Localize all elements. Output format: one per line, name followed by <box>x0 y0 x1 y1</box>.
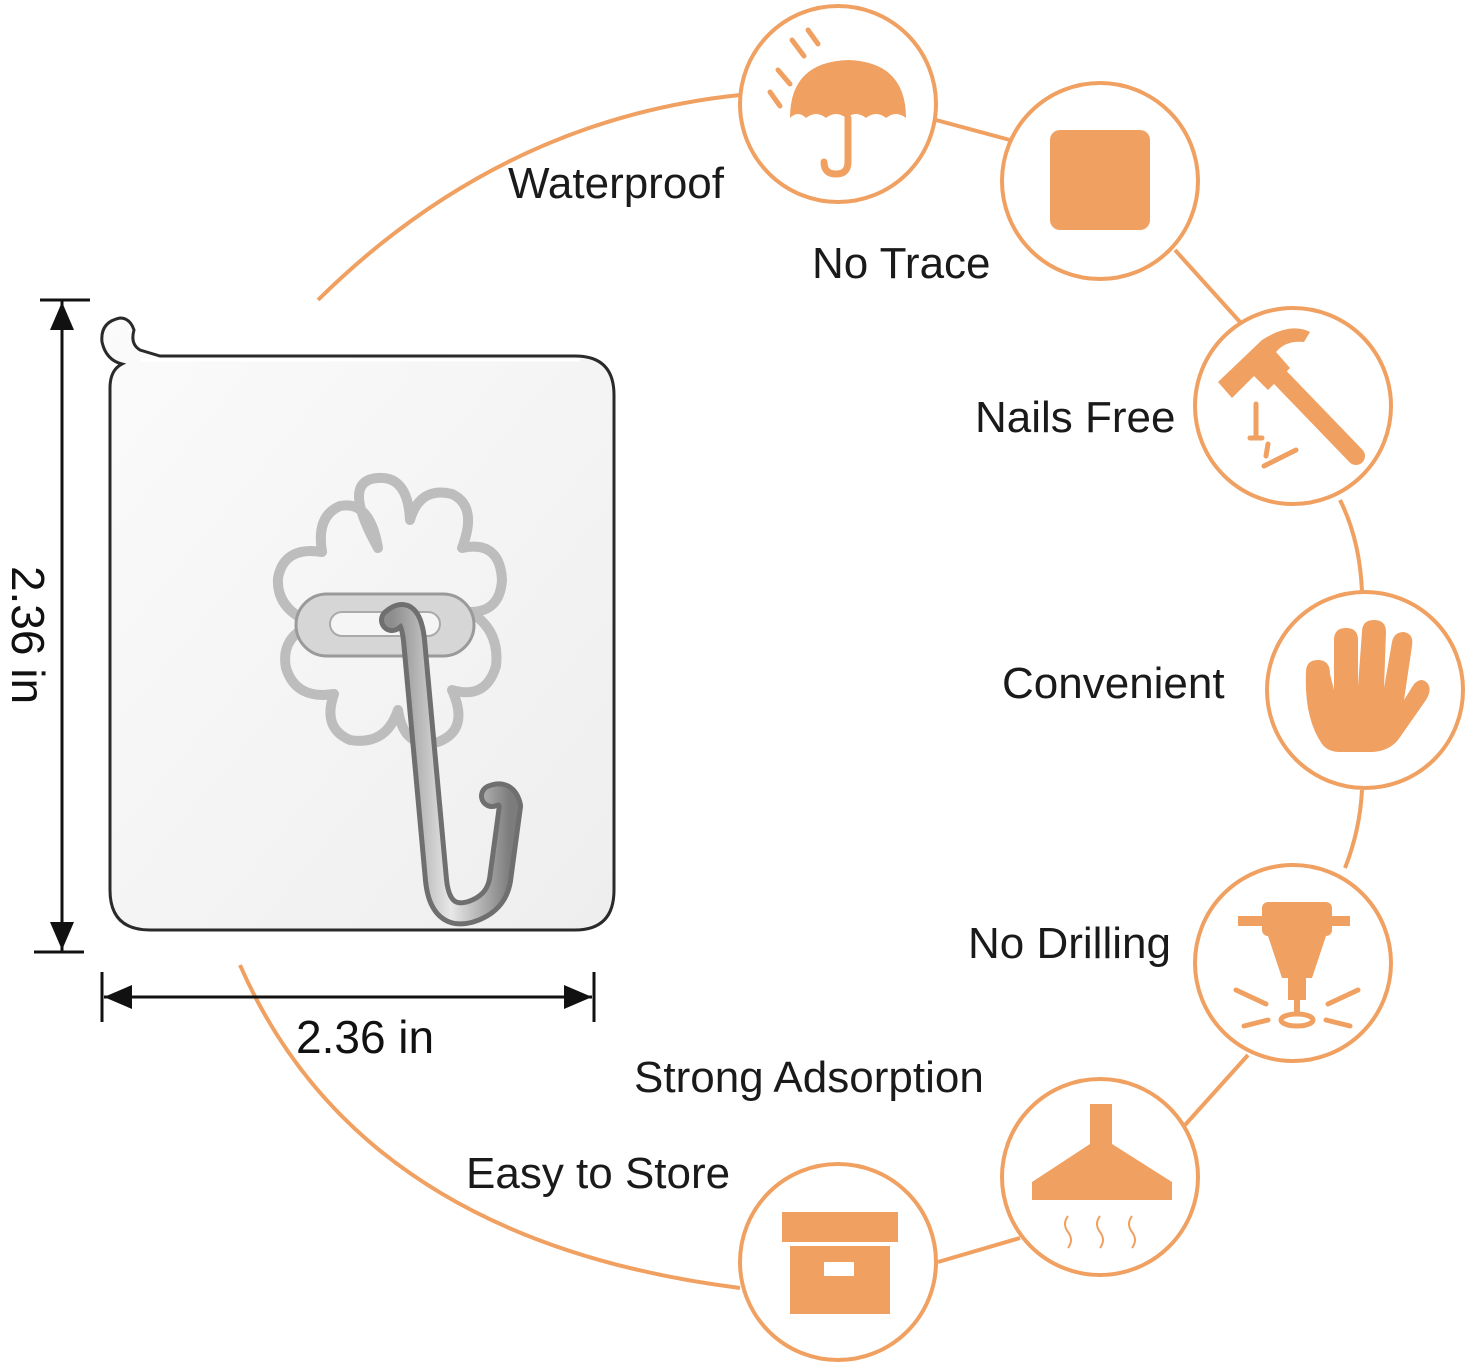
storage-box-icon <box>782 1212 898 1314</box>
feature-label-easy-to-store: Easy to Store <box>466 1149 731 1198</box>
feature-label-no-drilling: No Drilling <box>968 919 1171 968</box>
feature-label-waterproof: Waterproof <box>508 159 725 208</box>
feature-label-convenient: Convenient <box>1002 659 1225 708</box>
feature-label-nails-free: Nails Free <box>975 393 1176 442</box>
adhesive-hook-image <box>100 316 616 932</box>
umbrella-icon <box>767 27 906 178</box>
hammer-icon <box>1218 328 1365 469</box>
hand-icon <box>1305 620 1430 752</box>
feature-label-no-trace: No Trace <box>812 239 991 288</box>
height-dimension-line <box>34 298 90 954</box>
feature-arc <box>238 93 1364 1290</box>
range-hood-icon <box>1032 1104 1172 1249</box>
height-dimension-label: 2.36 in <box>2 565 54 705</box>
drill-icon <box>1233 902 1361 1029</box>
width-dimension-label: 2.36 in <box>296 1011 435 1063</box>
width-dimension-line <box>100 972 596 1022</box>
square-icon <box>1050 130 1150 230</box>
feature-label-strong-adsorption: Strong Adsorption <box>634 1053 984 1102</box>
